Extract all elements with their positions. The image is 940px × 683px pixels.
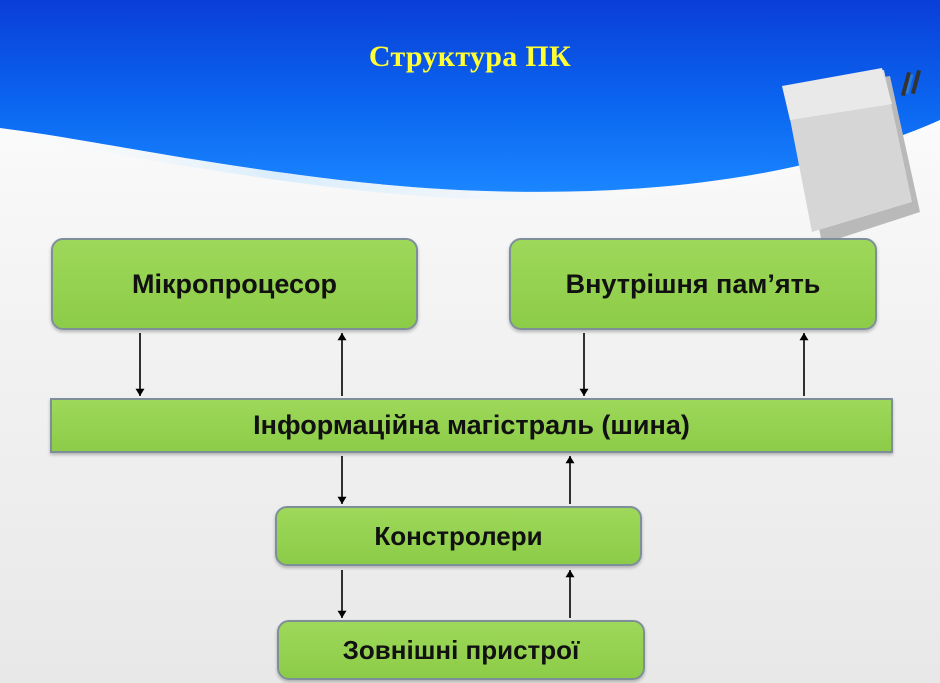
node-external-devices: Зовнішні пристрої bbox=[277, 620, 645, 680]
paper-sheets-icon bbox=[782, 68, 922, 244]
header-background bbox=[0, 0, 940, 200]
slide-title: Структура ПК bbox=[368, 40, 572, 73]
node-information-bus: Інформаційна магістраль (шина) bbox=[50, 398, 893, 453]
node-microprocessor: Мікропроцесор bbox=[51, 238, 418, 330]
node-internal-memory: Внутрішня пам’ять bbox=[509, 238, 877, 330]
node-controllers: Констролери bbox=[275, 506, 642, 566]
